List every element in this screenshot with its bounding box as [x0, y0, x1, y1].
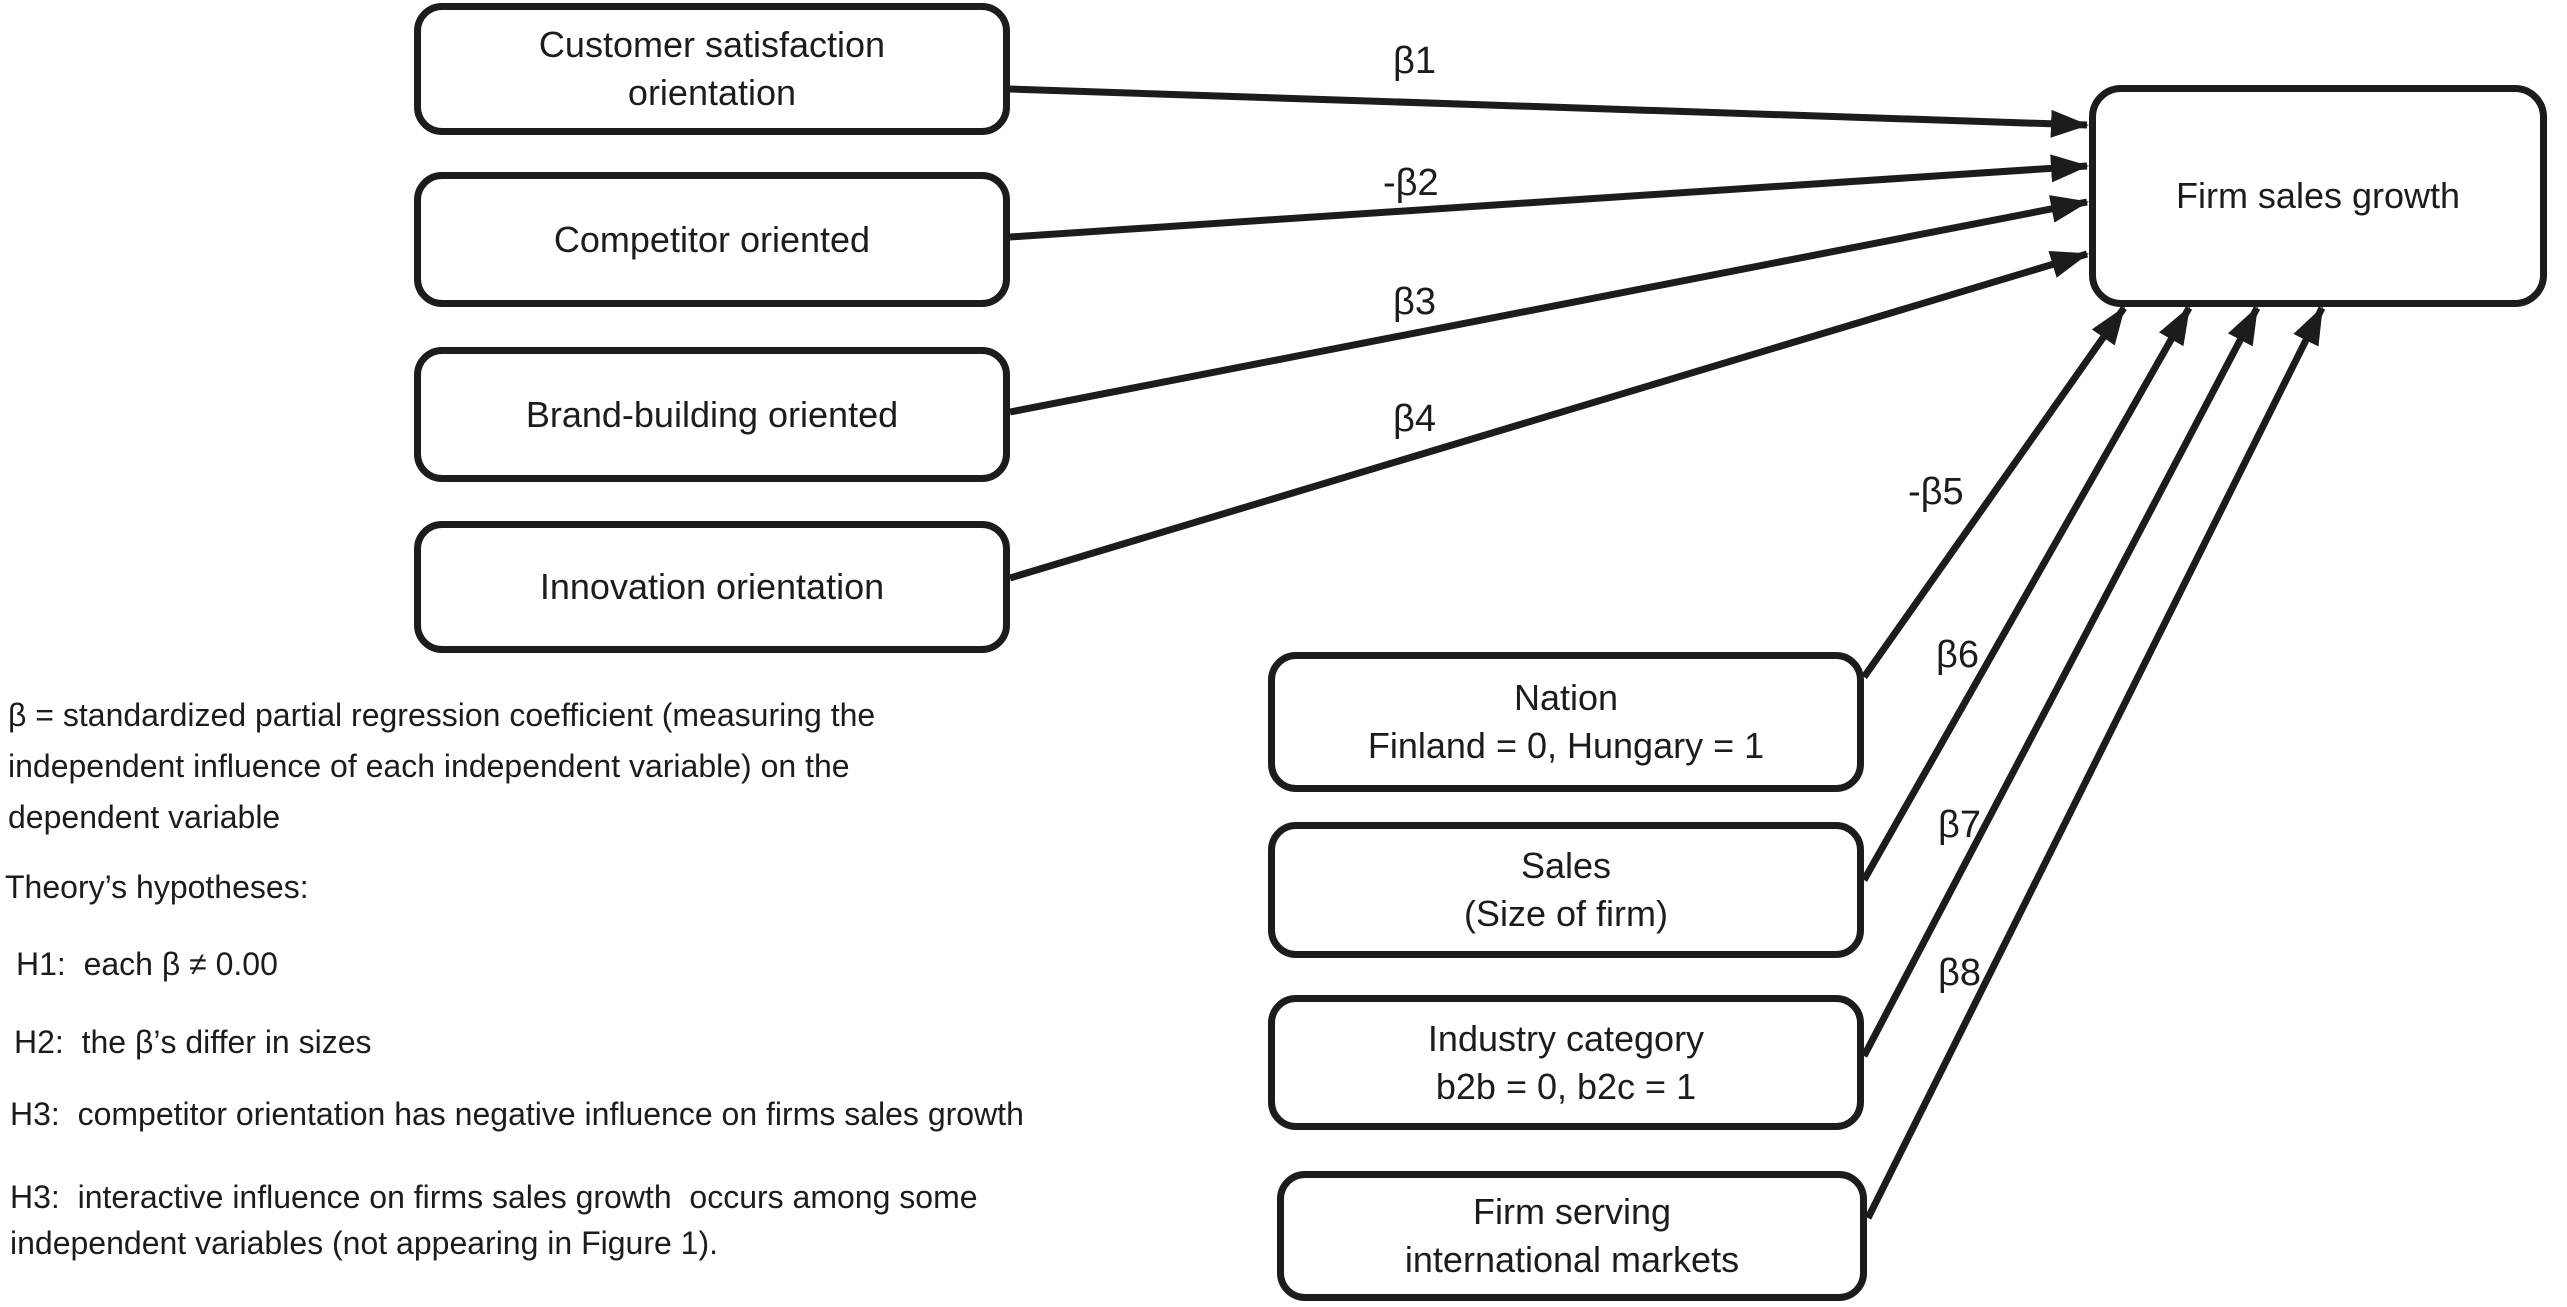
- arrow-beta5: [1861, 305, 2127, 680]
- box-industry-category: Industry category b2b = 0, b2c = 1: [1268, 995, 1864, 1130]
- path-label-beta6: β6: [1936, 634, 1979, 676]
- box-innovation-orientation: Innovation orientation: [414, 521, 1010, 653]
- path-label-beta8: β8: [1938, 952, 1981, 994]
- hypothesis-h3-interactive: H3: interactive influence on firms sales…: [10, 1179, 978, 1261]
- hypotheses-title: Theory’s hypotheses:: [5, 869, 309, 905]
- box-firm-serving-international-markets: Firm serving international markets: [1277, 1171, 1867, 1301]
- path-label-beta7: β7: [1938, 804, 1981, 846]
- path-label-beta1: β1: [1393, 40, 1436, 82]
- hypothesis-h3-competitor: H3: competitor orientation has negative …: [10, 1096, 1024, 1132]
- arrow-beta1: [1009, 85, 2089, 138]
- box-customer-satisfaction-orientation: Customer satisfaction orientation: [414, 3, 1010, 135]
- box-sales-size-of-firm: Sales (Size of firm): [1268, 822, 1864, 958]
- arrow-beta4: [1008, 250, 2089, 582]
- arrow-beta8: [1864, 306, 2326, 1220]
- box-firm-sales-growth: Firm sales growth: [2089, 85, 2547, 307]
- arrow-beta7: [1860, 306, 2261, 1058]
- path-label-beta4: β4: [1393, 398, 1436, 440]
- path-label-beta2: -β2: [1383, 162, 1439, 204]
- hypothesis-h1: H1: each β ≠ 0.00: [16, 946, 278, 982]
- path-label-beta3: β3: [1393, 281, 1436, 323]
- box-nation: Nation Finland = 0, Hungary = 1: [1268, 652, 1864, 792]
- box-brand-building-oriented: Brand-building oriented: [414, 347, 1010, 482]
- arrow-beta3: [1009, 195, 2089, 416]
- arrow-beta2: [1009, 154, 2089, 241]
- beta-definition-note: β = standardized partial regression coef…: [8, 697, 876, 835]
- hypothesis-h2: H2: the β’s differ in sizes: [14, 1024, 372, 1060]
- box-competitor-oriented: Competitor oriented: [414, 172, 1010, 307]
- path-label-beta5: -β5: [1908, 471, 1964, 513]
- arrow-beta6: [1860, 306, 2193, 882]
